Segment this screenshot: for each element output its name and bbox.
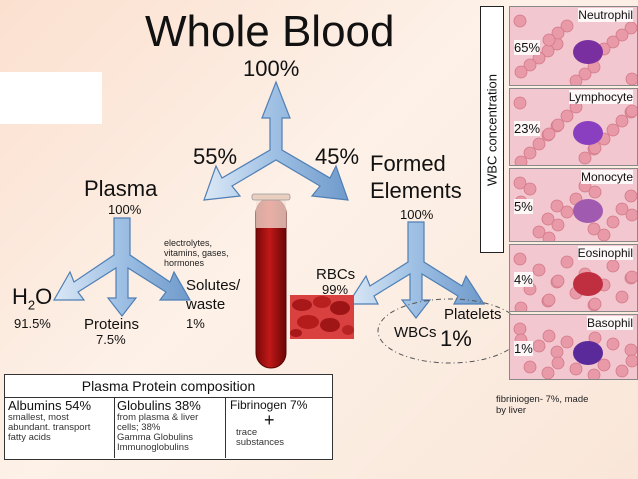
cell-pct: 5% (514, 199, 533, 214)
globulins-column: Globulins 38% from plasma & liver cells;… (117, 398, 226, 458)
formed-pct: 100% (400, 207, 434, 222)
cell-pct: 1% (514, 341, 533, 356)
blank-panel (0, 72, 102, 124)
cell-name: Lymphocyte (568, 90, 633, 104)
solutes-pct: 1% (186, 316, 205, 331)
formed-share: 45% (315, 144, 360, 169)
albumins-desc: smallest, most abundant. transport fatty… (8, 412, 91, 443)
water-o: O (35, 284, 53, 309)
rbcs-pct: 99% (322, 282, 349, 297)
platelets-label: Platelets (444, 306, 502, 323)
cell-card-monocyte: Monocyte 5% (509, 168, 638, 242)
cell-name: Monocyte (580, 170, 633, 184)
globulins-desc: from plasma & liver cells; 38% Gamma Glo… (117, 412, 199, 453)
solutes-note: electrolytes, vitamins, gases, hormones (164, 238, 229, 268)
fibrinogen-desc: trace substances (236, 427, 285, 448)
rbcs-label: RBCs (316, 266, 356, 283)
cell-card-lymphocyte: Lymphocyte 23% (509, 88, 638, 166)
wbcs-label: WBCs (394, 324, 437, 341)
globulins-head: Globulins 38% (117, 398, 201, 413)
water-label: H2O (12, 284, 52, 312)
cell-card-basophil: Basophil 1% (509, 314, 638, 380)
wbc-concentration-text: WBC concentration (484, 73, 500, 186)
page-title: Whole Blood (145, 7, 395, 56)
cell-name: Neutrophil (578, 8, 633, 22)
albumins-head: Albumins 54% (8, 398, 92, 413)
cell-pct: 4% (514, 272, 533, 287)
plus-sign: + (264, 410, 275, 430)
whole-blood-pct: 100% (243, 56, 300, 81)
cell-pct: 65% (514, 40, 541, 55)
proteins-pct: 7.5% (96, 332, 126, 347)
formed-label: Formed Elements (370, 151, 462, 203)
wbc-concentration-label: WBC concentration (480, 6, 504, 253)
cell-card-eosinophil: Eosinophil 4% (509, 244, 638, 312)
water-pct: 91.5% (14, 316, 51, 331)
albumins-column: Albumins 54% smallest, most abundant. tr… (8, 398, 115, 458)
wbcs-pct: 1% (440, 326, 472, 351)
plasma-label: Plasma (84, 176, 158, 201)
water-sub: 2 (27, 297, 36, 313)
cell-card-neutrophil: Neutrophil 65% (509, 6, 638, 86)
fibrinogen-note: fibriniogen- 7%, made by liver (496, 394, 589, 416)
main-split-arrow (203, 80, 349, 201)
cell-name: Eosinophil (577, 246, 633, 260)
plasma-split-arrow (52, 217, 192, 317)
plasma-pct: 100% (108, 202, 142, 217)
cell-pct: 23% (514, 121, 541, 136)
blood-tube (251, 193, 291, 369)
fibrinogen-column: Fibrinogen 7% + trace substances (230, 398, 330, 458)
plasma-protein-table: Plasma Protein composition Albumins 54% … (4, 374, 333, 460)
table-title: Plasma Protein composition (5, 375, 332, 398)
rbc-cluster-image (290, 295, 354, 339)
fibrinogen-head: Fibrinogen 7% (230, 398, 308, 412)
formed-split-arrow (346, 221, 486, 319)
cell-name: Basophil (586, 316, 633, 330)
plasma-share: 55% (193, 144, 238, 169)
solutes-label: Solutes/ waste (186, 277, 241, 313)
water-h: H (12, 284, 28, 309)
proteins-label: Proteins (84, 316, 140, 333)
